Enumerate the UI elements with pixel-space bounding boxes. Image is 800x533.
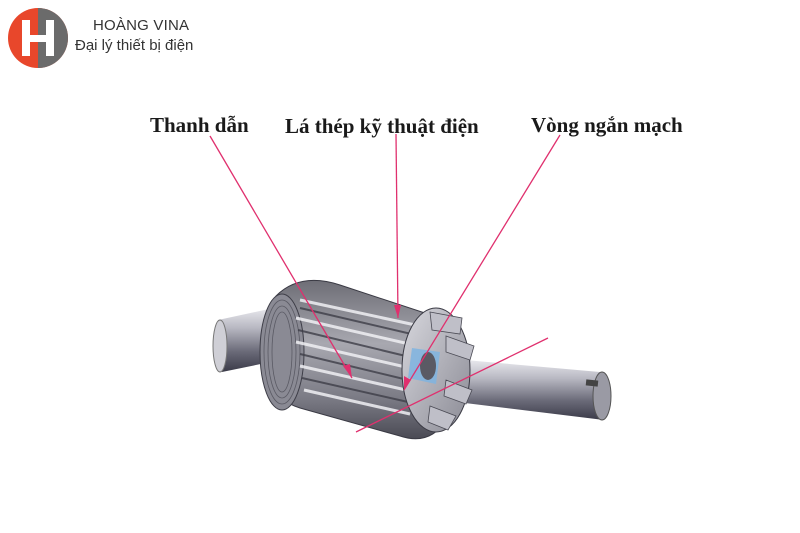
label-la-thep: Lá thép kỹ thuật điện bbox=[285, 114, 479, 138]
label-thanh-dan: Thanh dẫn bbox=[150, 113, 249, 137]
label-vong-ngan-mach: Vòng ngắn mạch bbox=[531, 113, 683, 137]
hoang-vina-logo bbox=[8, 8, 68, 68]
pointer-vong-ngan-mach-extra bbox=[355, 337, 549, 433]
short-circuit-ring bbox=[401, 307, 475, 433]
pointer-lines bbox=[209, 133, 561, 433]
pointer-la-thep bbox=[395, 133, 399, 319]
brand-tagline: Đại lý thiết bị điện bbox=[75, 37, 194, 54]
pointer-thanh-dan bbox=[209, 135, 353, 379]
brand-name: HOÀNG VINA bbox=[93, 17, 190, 34]
pointer-vong-ngan-mach bbox=[403, 134, 561, 391]
pointer-arrowheads bbox=[343, 305, 411, 390]
